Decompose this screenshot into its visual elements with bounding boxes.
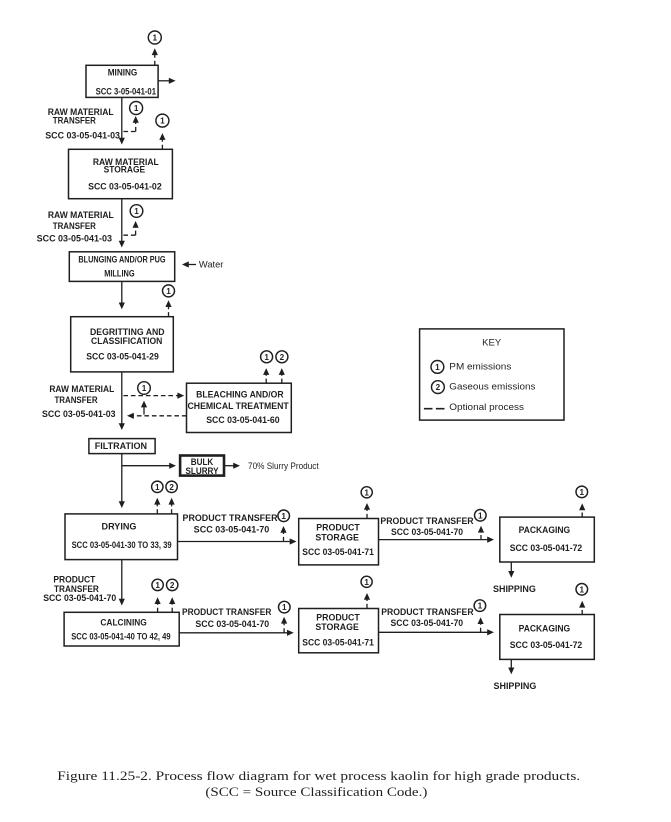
svg-text:STORAGE: STORAGE xyxy=(104,165,146,175)
svg-text:PRODUCT TRANSFER: PRODUCT TRANSFER xyxy=(381,607,474,617)
svg-text:1: 1 xyxy=(142,384,147,393)
svg-text:PRODUCT TRANSFER: PRODUCT TRANSFER xyxy=(182,607,272,617)
svg-text:SCC 03-05-041-03: SCC 03-05-041-03 xyxy=(42,409,116,419)
svg-text:PM emissions: PM emissions xyxy=(449,361,512,371)
svg-text:1: 1 xyxy=(478,602,483,611)
svg-text:DRYING: DRYING xyxy=(102,522,137,532)
svg-text:SCC 03-05-041-70: SCC 03-05-041-70 xyxy=(43,593,116,603)
svg-text:SCC 03-05-041-70: SCC 03-05-041-70 xyxy=(195,619,269,629)
svg-text:(SCC = Source Classification C: (SCC = Source Classification Code.) xyxy=(205,785,427,799)
svg-text:1: 1 xyxy=(160,117,165,126)
svg-text:DEGRITTING AND: DEGRITTING AND xyxy=(90,327,165,337)
svg-text:PRODUCT TRANSFER: PRODUCT TRANSFER xyxy=(183,513,278,523)
svg-text:CALCINING: CALCINING xyxy=(100,618,146,628)
svg-text:SCC 03-05-041-29: SCC 03-05-041-29 xyxy=(86,351,159,361)
svg-text:SCC 03-05-041-71: SCC 03-05-041-71 xyxy=(302,638,374,648)
svg-text:PRODUCT: PRODUCT xyxy=(316,613,360,623)
svg-text:SCC 03-05-041-40 TO 42, 49: SCC 03-05-041-40 TO 42, 49 xyxy=(71,632,170,642)
svg-text:STORAGE: STORAGE xyxy=(315,532,359,542)
svg-text:SCC 03-05-041-03: SCC 03-05-041-03 xyxy=(45,131,120,141)
svg-text:SCC 03-05-041-70: SCC 03-05-041-70 xyxy=(391,618,464,628)
svg-text:SCC 03-05-041-30 TO 33, 39: SCC 03-05-041-30 TO 33, 39 xyxy=(72,540,172,550)
svg-text:BLUNGING AND/OR PUG: BLUNGING AND/OR PUG xyxy=(78,255,165,265)
svg-text:1: 1 xyxy=(134,104,139,113)
svg-text:70% Slurry Product: 70% Slurry Product xyxy=(248,461,319,471)
svg-text:RAW MATERIAL: RAW MATERIAL xyxy=(48,107,114,117)
svg-text:1: 1 xyxy=(153,34,158,43)
svg-text:1: 1 xyxy=(155,483,160,492)
svg-text:CLASSIFICATION: CLASSIFICATION xyxy=(91,336,162,346)
svg-text:1: 1 xyxy=(166,287,171,296)
svg-text:1: 1 xyxy=(364,578,369,587)
svg-text:PACKAGING: PACKAGING xyxy=(519,525,571,535)
svg-text:KEY: KEY xyxy=(482,337,501,347)
svg-text:1: 1 xyxy=(364,488,369,497)
svg-text:1: 1 xyxy=(435,363,440,372)
svg-text:SCC 03-05-041-03: SCC 03-05-041-03 xyxy=(37,234,112,244)
svg-text:PRODUCT TRANSFER: PRODUCT TRANSFER xyxy=(380,516,474,526)
svg-text:1: 1 xyxy=(155,581,160,590)
svg-text:Water: Water xyxy=(199,260,224,270)
svg-text:RAW MATERIAL: RAW MATERIAL xyxy=(48,210,114,220)
svg-text:MILLING: MILLING xyxy=(104,269,134,279)
svg-text:Figure 11.25-2. Process flow: Figure 11.25-2. Process flow diagram for… xyxy=(57,769,580,783)
svg-text:1: 1 xyxy=(134,207,139,216)
svg-text:CHEMICAL TREATMENT: CHEMICAL TREATMENT xyxy=(188,401,290,411)
svg-text:PRODUCT: PRODUCT xyxy=(316,522,360,532)
svg-text:STORAGE: STORAGE xyxy=(315,622,359,632)
svg-text:PACKAGING: PACKAGING xyxy=(519,623,571,633)
svg-text:TRANSFER: TRANSFER xyxy=(54,584,99,594)
svg-text:1: 1 xyxy=(580,585,585,594)
svg-text:SCC 03-05-041-72: SCC 03-05-041-72 xyxy=(510,543,582,553)
svg-text:TRANSFER: TRANSFER xyxy=(53,221,97,231)
svg-text:1: 1 xyxy=(281,512,286,521)
svg-text:PRODUCT: PRODUCT xyxy=(53,575,95,585)
svg-text:MINING: MINING xyxy=(108,68,138,78)
svg-text:1: 1 xyxy=(282,603,287,612)
svg-text:SCC 03-05-041-71: SCC 03-05-041-71 xyxy=(302,547,374,557)
svg-text:SCC 03-05-041-70: SCC 03-05-041-70 xyxy=(391,527,463,537)
svg-text:SLURRY: SLURRY xyxy=(186,466,219,476)
svg-text:1: 1 xyxy=(580,488,585,497)
svg-text:FILTRATION: FILTRATION xyxy=(95,441,147,451)
svg-text:2: 2 xyxy=(436,383,441,392)
svg-text:SCC 03-05-041-70: SCC 03-05-041-70 xyxy=(194,525,270,535)
svg-text:2: 2 xyxy=(169,483,174,492)
svg-text:RAW MATERIAL: RAW MATERIAL xyxy=(93,157,159,167)
svg-text:SHIPPING: SHIPPING xyxy=(493,584,536,594)
svg-text:TRANSFER: TRANSFER xyxy=(54,395,98,405)
svg-text:RAW MATERIAL: RAW MATERIAL xyxy=(49,384,114,394)
svg-text:1: 1 xyxy=(478,511,483,520)
svg-text:Gaseous emissions: Gaseous emissions xyxy=(449,382,536,392)
svg-text:1: 1 xyxy=(264,353,269,362)
svg-text:SCC 3-05-041-01: SCC 3-05-041-01 xyxy=(96,87,156,97)
svg-text:2: 2 xyxy=(280,353,285,362)
svg-text:SCC 03-05-041-72: SCC 03-05-041-72 xyxy=(510,640,582,650)
svg-text:TRANSFER: TRANSFER xyxy=(53,116,97,126)
svg-text:SCC 03-05-041-60: SCC 03-05-041-60 xyxy=(206,415,279,425)
svg-text:SHIPPING: SHIPPING xyxy=(494,681,537,691)
svg-text:Optional process: Optional process xyxy=(449,402,524,412)
svg-text:SCC 03-05-041-02: SCC 03-05-041-02 xyxy=(88,182,162,192)
svg-text:BULK: BULK xyxy=(191,457,214,467)
svg-text:BLEACHING AND/OR: BLEACHING AND/OR xyxy=(196,390,284,400)
svg-text:2: 2 xyxy=(170,581,175,590)
